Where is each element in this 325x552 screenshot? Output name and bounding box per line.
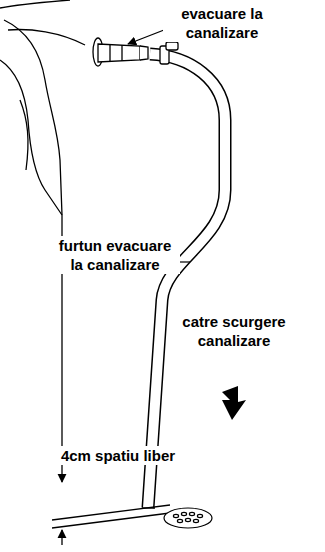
- drain-hose: [142, 54, 225, 508]
- drain-outlet: [93, 38, 148, 66]
- appliance-outline: [0, 0, 85, 468]
- drain-hole: [177, 519, 182, 522]
- dimension-label: 4cm spatiu liber: [48, 446, 188, 465]
- callout-label: furtun evacuare la canalizare: [50, 236, 180, 274]
- drain-hole: [189, 512, 194, 515]
- drain-hole: [181, 512, 186, 515]
- dimension-arrows: [61, 468, 62, 545]
- drain-hole: [185, 518, 190, 521]
- floor-drain: [164, 508, 212, 528]
- callout-label: catre scurgere canalizare: [168, 312, 300, 350]
- callout-label: evacuare la canalizare: [163, 4, 281, 42]
- floor: [52, 505, 170, 528]
- drain-hole: [173, 514, 178, 517]
- flow-arrow: [222, 386, 246, 420]
- leader-line: [128, 30, 164, 44]
- drain-hole: [193, 519, 198, 522]
- hose-clamp: [160, 42, 178, 64]
- drain-hole: [197, 514, 202, 517]
